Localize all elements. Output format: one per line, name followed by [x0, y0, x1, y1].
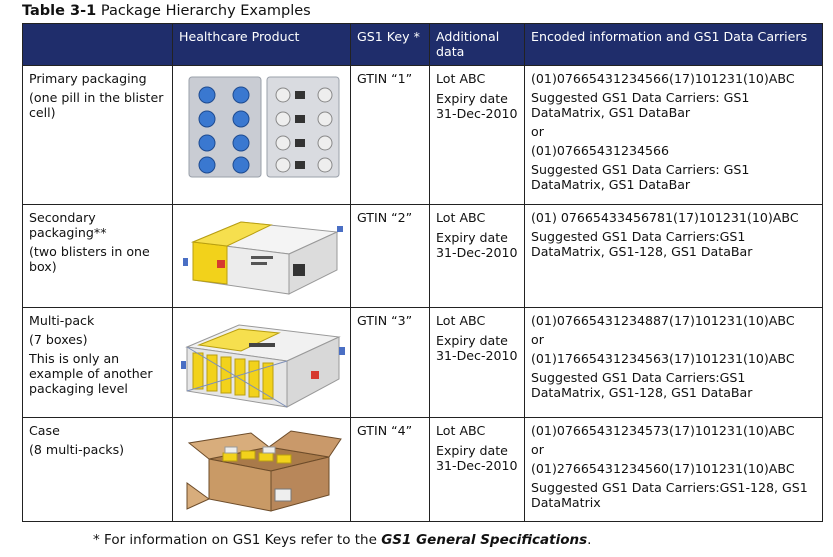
blister-pack-image [188, 76, 340, 178]
header-level [22, 23, 173, 66]
level-cell: Primary packaging (one pill in the blist… [22, 65, 173, 205]
level-note: (two blisters in one box) [29, 244, 150, 274]
encoded-line: or [531, 332, 544, 347]
footnote-suffix: . [587, 532, 592, 548]
gs1-key-cell: GTIN “1” [350, 65, 430, 205]
product-image-cell [172, 204, 351, 308]
footnote: * For information on GS1 Keys refer to t… [93, 532, 591, 548]
expiry-text: Expiry date 31-Dec-2010 [436, 333, 518, 363]
table-row: Secondary packaging** (two blisters in o… [22, 204, 823, 308]
level-note: (8 multi-packs) [29, 442, 125, 457]
level-note: (7 boxes) [29, 332, 88, 347]
gs1-key-cell: GTIN “3” [350, 307, 430, 418]
level-note: (one pill in the blister cell) [29, 90, 164, 120]
encoded-info-cell: (01) 07665433456781(17)101231(10)ABC Sug… [524, 204, 823, 308]
footnote-reference: GS1 General Specifications [381, 532, 588, 548]
product-image-cell [172, 417, 351, 522]
encoded-line: Suggested GS1 Data Carriers:GS1-128, GS1… [531, 480, 808, 510]
encoded-line: Suggested GS1 Data Carriers:GS1 DataMatr… [531, 370, 753, 400]
expiry-text: Expiry date 31-Dec-2010 [436, 443, 518, 473]
lot-text: Lot ABC [436, 210, 486, 225]
table-title: Package Hierarchy Examples [96, 3, 311, 19]
gs1-key-cell: GTIN “4” [350, 417, 430, 522]
additional-data-cell: Lot ABC Expiry date 31-Dec-2010 [429, 65, 525, 205]
level-note: This is only an example of another packa… [29, 351, 153, 396]
header-encoded: Encoded information and GS1 Data Carrier… [524, 23, 823, 66]
encoded-line: (01)07665431234887(17)101231(10)ABC [531, 313, 795, 328]
table-caption: Table 3-1 Package Hierarchy Examples [22, 3, 311, 19]
additional-data-cell: Lot ABC Expiry date 31-Dec-2010 [429, 417, 525, 522]
encoded-line: or [531, 442, 544, 457]
lot-text: Lot ABC [436, 313, 486, 328]
encoded-line: Suggested GS1 Data Carriers: GS1 DataMat… [531, 90, 750, 120]
encoded-line: (01)07665431234573(17)101231(10)ABC [531, 423, 795, 438]
expiry-text: Expiry date 31-Dec-2010 [436, 230, 518, 260]
header-row: Healthcare Product GS1 Key * Additional … [22, 23, 823, 66]
additional-data-cell: Lot ABC Expiry date 31-Dec-2010 [429, 307, 525, 418]
level-cell: Case (8 multi-packs) [22, 417, 173, 522]
level-name: Primary packaging [29, 71, 147, 86]
encoded-line: (01)07665431234566 [531, 143, 670, 158]
box-image [183, 221, 343, 295]
footnote-prefix: * For information on GS1 Keys refer to t… [93, 532, 382, 548]
level-name: Secondary packaging** [29, 210, 107, 240]
encoded-line: (01)17665431234563(17)101231(10)ABC [531, 351, 795, 366]
lot-text: Lot ABC [436, 423, 486, 438]
case-image [186, 430, 342, 512]
encoded-info-cell: (01)07665431234566(17)101231(10)ABC Sugg… [524, 65, 823, 205]
encoded-info-cell: (01)07665431234887(17)101231(10)ABC or (… [524, 307, 823, 418]
gs1-key-cell: GTIN “2” [350, 204, 430, 308]
header-key: GS1 Key * [350, 23, 430, 66]
level-cell: Secondary packaging** (two blisters in o… [22, 204, 173, 308]
lot-text: Lot ABC [436, 71, 486, 86]
encoded-line: (01)07665431234566(17)101231(10)ABC [531, 71, 795, 86]
encoded-line: Suggested GS1 Data Carriers: GS1 DataMat… [531, 162, 750, 192]
encoded-line: or [531, 124, 544, 139]
encoded-info-cell: (01)07665431234573(17)101231(10)ABC or (… [524, 417, 823, 522]
product-image-cell [172, 307, 351, 418]
level-cell: Multi-pack (7 boxes) This is only an exa… [22, 307, 173, 418]
level-name: Multi-pack [29, 313, 95, 328]
table-row: Multi-pack (7 boxes) This is only an exa… [22, 307, 823, 418]
table-number: Table 3-1 [22, 3, 97, 19]
package-hierarchy-table: Healthcare Product GS1 Key * Additional … [22, 23, 823, 522]
product-image-cell [172, 65, 351, 205]
expiry-text: Expiry date 31-Dec-2010 [436, 91, 518, 121]
additional-data-cell: Lot ABC Expiry date 31-Dec-2010 [429, 204, 525, 308]
header-product: Healthcare Product [172, 23, 351, 66]
table-row: Case (8 multi-packs) [22, 417, 823, 522]
header-additional: Additional data [429, 23, 525, 66]
encoded-line: (01)27665431234560(17)101231(10)ABC [531, 461, 795, 476]
level-name: Case [29, 423, 60, 438]
multipack-image [181, 324, 345, 408]
encoded-line: (01) 07665433456781(17)101231(10)ABC [531, 210, 799, 225]
table-row: Primary packaging (one pill in the blist… [22, 65, 823, 205]
encoded-line: Suggested GS1 Data Carriers:GS1 DataMatr… [531, 229, 753, 259]
